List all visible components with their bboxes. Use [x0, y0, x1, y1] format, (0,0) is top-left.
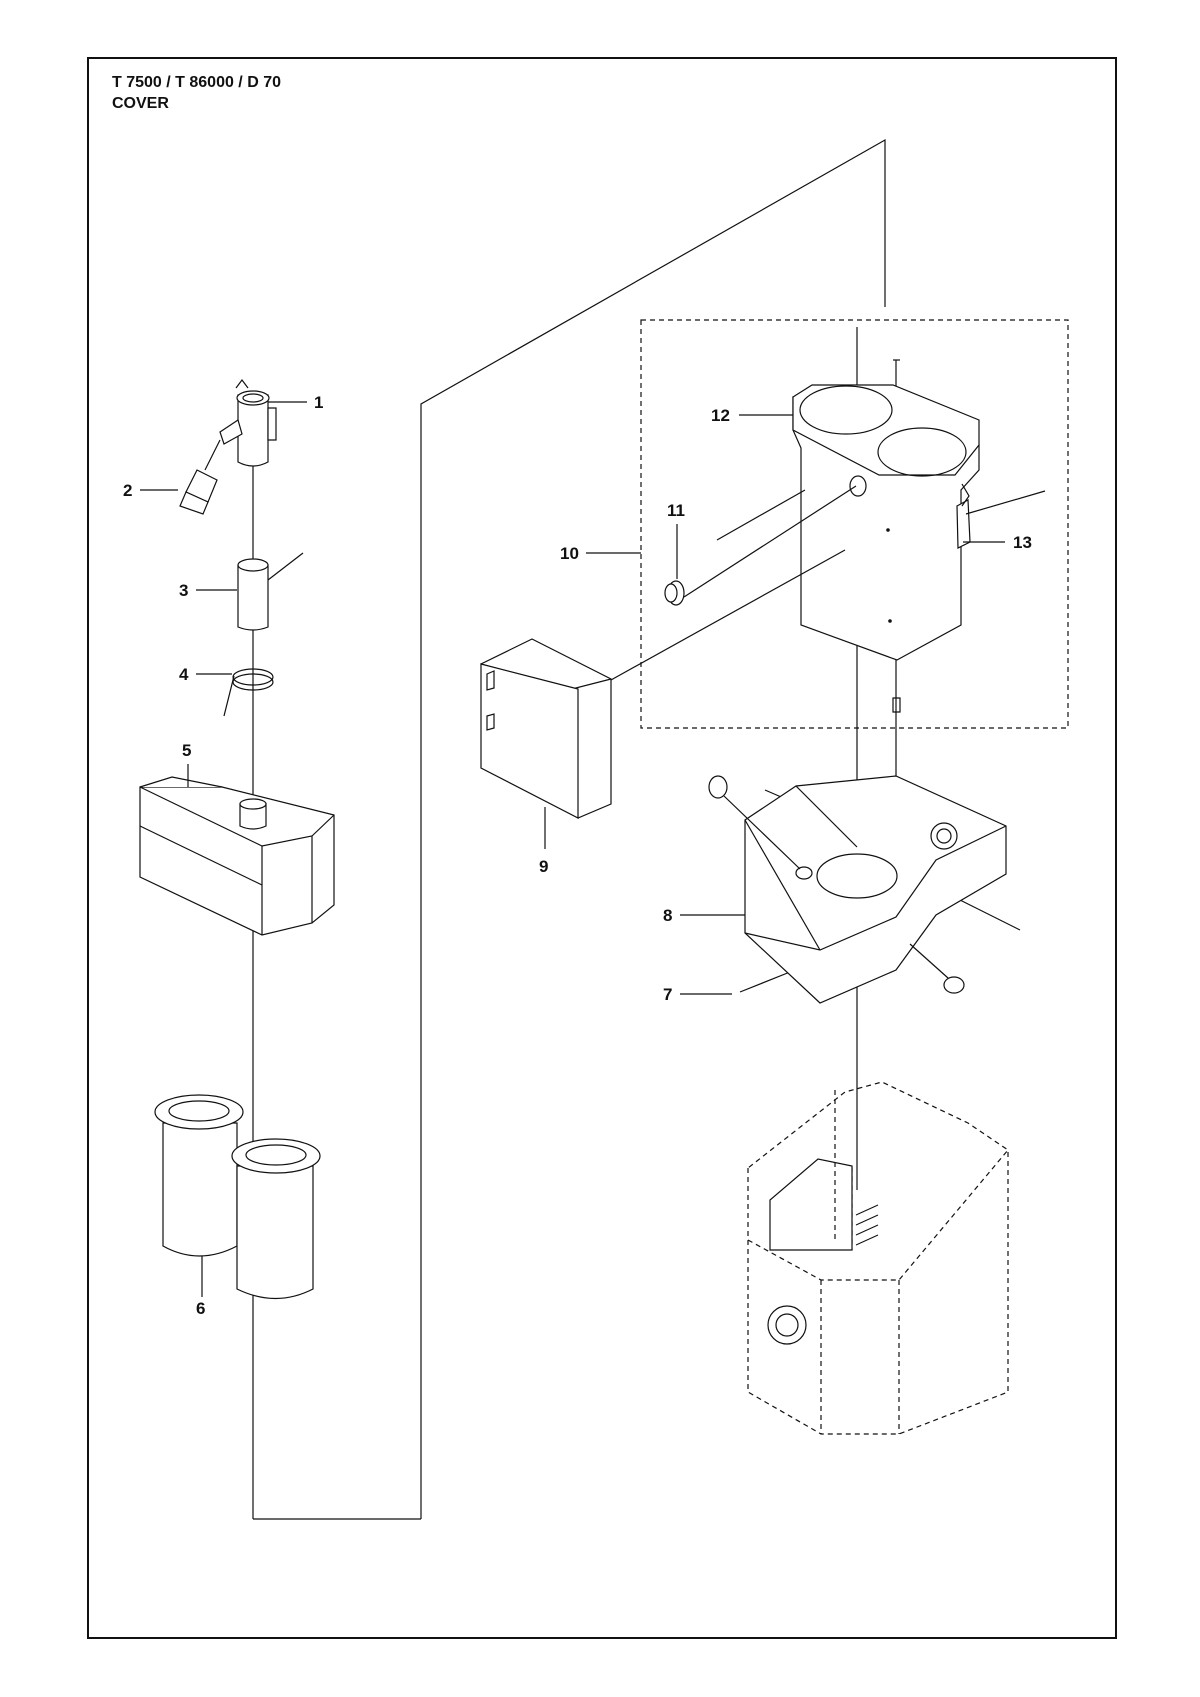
title-section-line: COVER: [112, 95, 169, 112]
callout-4: 4: [179, 665, 189, 684]
assembly-group-box: [640, 319, 1069, 729]
part-2-hose-connector: [179, 439, 221, 515]
part-4-hose-clamp: [223, 668, 274, 717]
title-model-line: T 7500 / T 86000 / D 70: [112, 74, 281, 91]
callout-2: 2: [123, 481, 132, 500]
callout-10: 10: [560, 544, 579, 563]
part-12-housing: [792, 384, 980, 661]
callout-3: 3: [179, 581, 188, 600]
page-title: T 7500 / T 86000 / D 70 COVER: [112, 72, 281, 114]
page-frame: [87, 57, 1117, 1639]
callout-7: 7: [663, 985, 672, 1004]
callout-13: 13: [1013, 533, 1032, 552]
callout-9: 9: [539, 857, 548, 876]
part-11-grommet: [664, 485, 857, 606]
mounting-plane: [420, 138, 886, 1519]
callout-11: 11: [667, 501, 685, 520]
part-9-control-box: [480, 549, 846, 819]
part-8-base-plate: [708, 775, 1007, 1004]
callout-12: 12: [711, 406, 730, 425]
callout-8: 8: [663, 906, 672, 925]
callout-6: 6: [196, 1299, 205, 1318]
chassis-outline: [747, 1081, 1009, 1435]
part-3-sleeve: [237, 552, 304, 631]
callout-labels: 1 2 3 4 5 6 7 8 9 10 11 12 13: [123, 393, 1032, 1318]
callout-5: 5: [182, 741, 191, 760]
part-6-dust-bins: [154, 1094, 321, 1300]
part-5-tank-cover: [139, 776, 335, 936]
part-1-strainer-head: [219, 379, 277, 467]
callout-1: 1: [314, 393, 323, 412]
